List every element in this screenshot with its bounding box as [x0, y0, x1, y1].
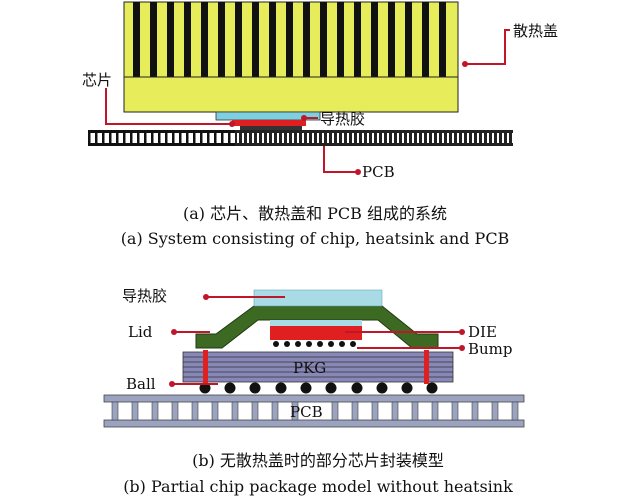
caption-b-cn: (b) 无散热盖时的部分芯片封装模型	[192, 451, 444, 470]
heatsink-leader-dot	[462, 61, 468, 67]
heatsink-fins	[123, 1, 459, 78]
diagram-a: 散热盖 芯片 导热胶 PCB (a) 芯片、散热盖和 PCB 组成的系统 (a)…	[82, 1, 558, 248]
pkg-substrate	[182, 351, 454, 383]
pcb-board-b	[103, 394, 525, 428]
bump-leader-dot	[459, 345, 465, 351]
ball-label: Ball	[126, 375, 156, 393]
thermal-glue-label: 导热胶	[320, 110, 365, 128]
bumps	[273, 341, 356, 347]
pcb-leader	[323, 146, 358, 173]
ball-leader-dot	[169, 381, 175, 387]
caption-b-en: (b) Partial chip package model without h…	[123, 477, 513, 496]
lid-leader-dot	[171, 329, 177, 335]
die-body	[270, 326, 362, 340]
pcb-label-b: PCB	[290, 403, 323, 421]
caption-a-cn: (a) 芯片、散热盖和 PCB 组成的系统	[183, 204, 447, 223]
thermal-glue	[232, 120, 306, 126]
diagram-b: PCB PKG	[103, 287, 525, 496]
bump-label: Bump	[468, 340, 513, 358]
via-right	[424, 350, 429, 384]
die-label: DIE	[468, 323, 497, 341]
pcb-board	[88, 130, 235, 146]
glue-leader-dot	[301, 115, 307, 121]
heatsink-base	[123, 76, 459, 113]
pcb-board-dense	[235, 130, 513, 146]
lid-label: Lid	[128, 323, 153, 341]
die-leader-dot	[459, 329, 465, 335]
pcb-leader-dot	[355, 169, 361, 175]
chip-leader-dot	[229, 121, 235, 127]
heatsink-leader	[465, 29, 510, 65]
heatsink-label: 散热盖	[513, 22, 558, 40]
via-left	[203, 350, 208, 384]
pkg-label: PKG	[293, 359, 326, 377]
solder-balls	[199, 382, 438, 394]
chip-label: 芯片	[82, 71, 112, 89]
glue-leader-b-dot	[203, 294, 209, 300]
bump-row	[240, 126, 302, 130]
caption-a-en: (a) System consisting of chip, heatsink …	[121, 229, 510, 248]
thermal-glue-label-b: 导热胶	[122, 287, 167, 305]
die	[270, 320, 362, 326]
chip-leader	[105, 88, 232, 125]
pcb-label-a: PCB	[362, 163, 395, 181]
